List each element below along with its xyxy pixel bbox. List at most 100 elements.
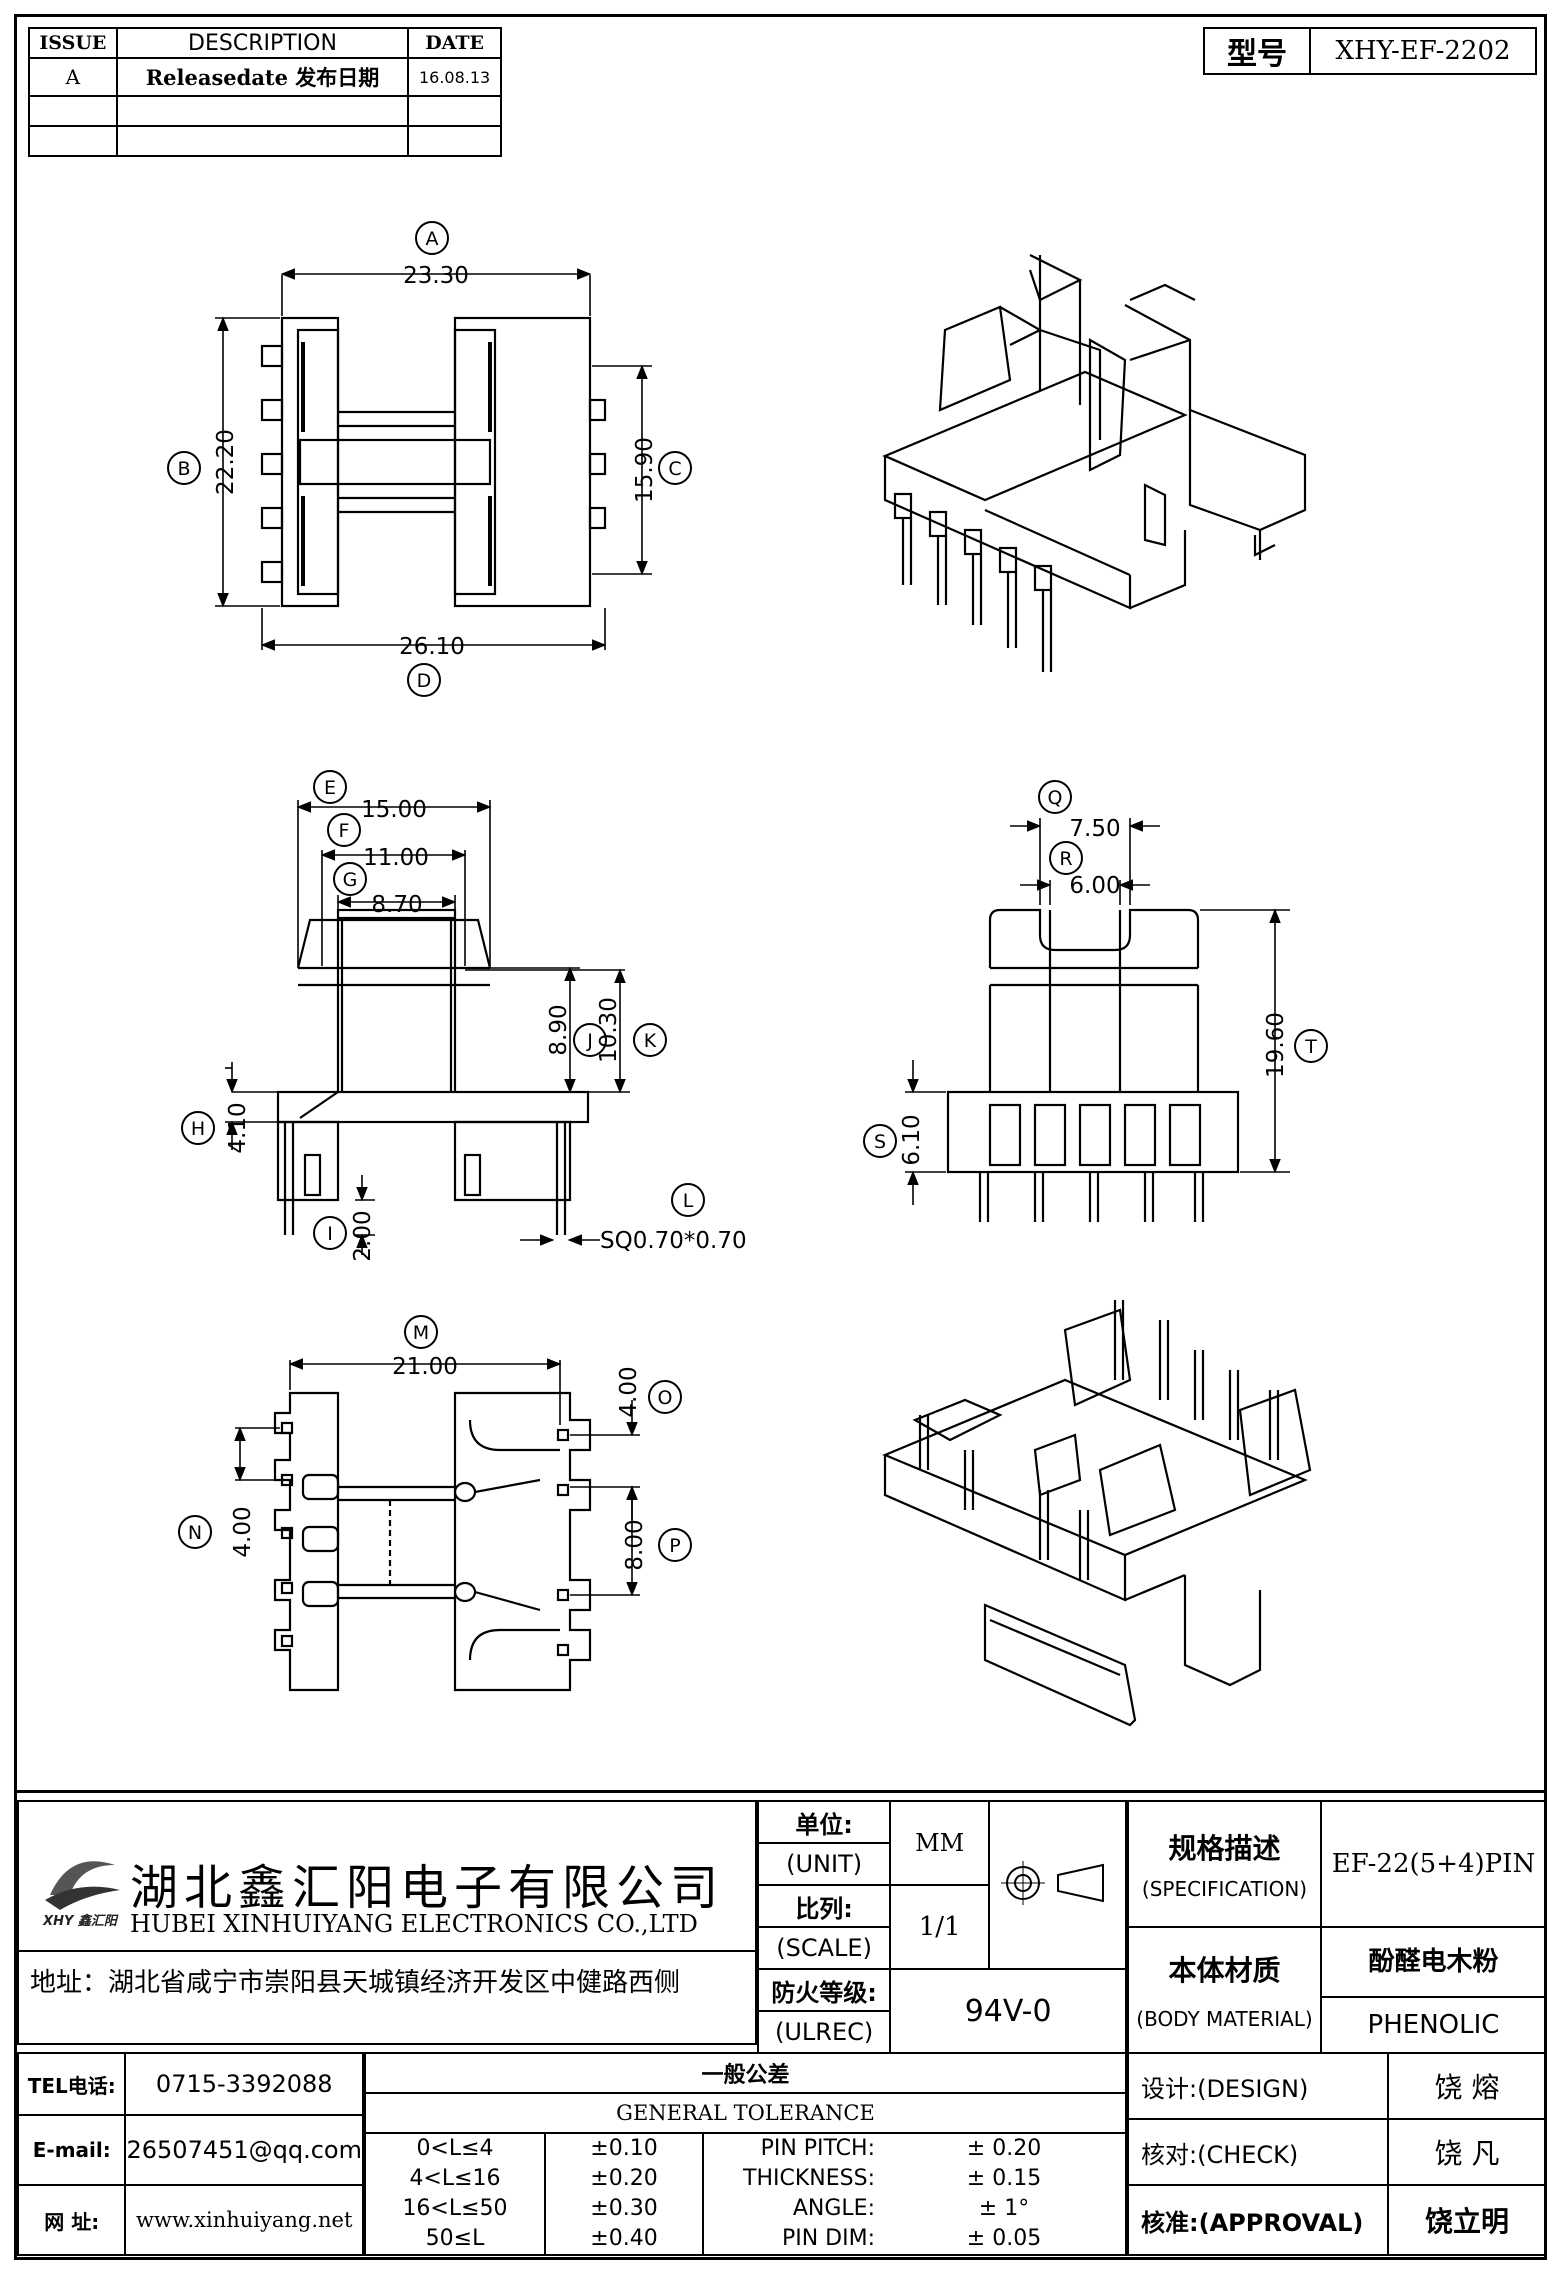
dimension-markers bbox=[167, 221, 1328, 1562]
dim-s: 6.10 bbox=[899, 1114, 925, 1165]
date-cell bbox=[407, 95, 502, 127]
marker-r: R bbox=[1059, 848, 1072, 870]
dim-f: 11.00 bbox=[363, 845, 429, 871]
dim-n: 4.00 bbox=[230, 1506, 256, 1557]
dim-e: 15.00 bbox=[361, 797, 427, 823]
dim-p: 8.00 bbox=[622, 1519, 648, 1570]
dim-h: 4.10 bbox=[225, 1102, 251, 1153]
spec-tolerance-value: ± 1° bbox=[978, 2196, 1030, 2221]
unit-scale-table: 单位: MM (UNIT) 比列: 1/1 (SCALE) 防火等级: 94V-… bbox=[756, 1800, 1127, 2054]
dim-m: 21.00 bbox=[392, 1354, 458, 1380]
revision-table: ISSUE DESCRIPTION DATE A Releasedate 发布日… bbox=[28, 27, 502, 157]
spec-en: (SPECIFICATION) bbox=[1141, 1877, 1308, 1901]
dim-b: 22.20 bbox=[213, 429, 239, 495]
tolerance-value: ±0.30 bbox=[590, 2196, 658, 2221]
marker-l: L bbox=[683, 1190, 694, 1212]
marker-p: P bbox=[669, 1535, 680, 1557]
iso-view-bottom bbox=[882, 1300, 1312, 1727]
top-view-drawing bbox=[260, 316, 607, 608]
issue-cell bbox=[28, 95, 118, 127]
web-label: 网 址: bbox=[16, 2184, 127, 2256]
top-view-dimensions bbox=[215, 268, 652, 651]
spec-tolerance-name: ANGLE: bbox=[792, 2196, 875, 2221]
bottom-view-drawing bbox=[273, 1391, 592, 1692]
approval-name: 饶立明 bbox=[1387, 2184, 1547, 2256]
marker-letters: A B C D E F G J K H I L Q R S T M N O P bbox=[177, 228, 1317, 1557]
bottom-view-dimensions bbox=[234, 1358, 640, 1597]
spec-tolerance-value: ± 0.05 bbox=[966, 2226, 1042, 2251]
description-header: DESCRIPTION bbox=[115, 27, 410, 59]
design-name: 饶 熔 bbox=[1387, 2052, 1547, 2120]
spec-tolerance-value: ± 0.20 bbox=[966, 2136, 1042, 2161]
tolerance-title-en: GENERAL TOLERANCE bbox=[364, 2092, 1127, 2134]
scale-cn: 比列: bbox=[756, 1884, 892, 1928]
dim-d: 26.10 bbox=[399, 634, 465, 660]
dim-r: 6.00 bbox=[1069, 873, 1120, 899]
front-view-drawing bbox=[946, 908, 1240, 1222]
marker-e: E bbox=[324, 777, 336, 799]
tolerance-range: 50≤L bbox=[425, 2226, 485, 2251]
side-view-drawing bbox=[276, 908, 590, 1235]
approval-label: 核准:(APPROVAL) bbox=[1127, 2184, 1389, 2256]
marker-k: K bbox=[644, 1030, 657, 1052]
spec-tolerance-value: ± 0.15 bbox=[966, 2166, 1042, 2191]
description-cell: Releasedate 发布日期 bbox=[115, 57, 410, 97]
spec-tolerance-name: THICKNESS: bbox=[743, 2166, 875, 2191]
marker-g: G bbox=[343, 869, 358, 891]
date-header: DATE bbox=[407, 27, 502, 59]
tolerance-title-cn: 一般公差 bbox=[364, 2052, 1127, 2094]
marker-a: A bbox=[426, 228, 439, 250]
projection-symbol bbox=[988, 1800, 1127, 1970]
check-name: 饶 凡 bbox=[1387, 2118, 1547, 2186]
issue-cell: A bbox=[28, 57, 118, 97]
scale-en: (SCALE) bbox=[756, 1926, 892, 1970]
side-view-dimensions bbox=[225, 800, 630, 1255]
dim-q: 7.50 bbox=[1069, 816, 1120, 842]
tolerance-range: 4<L≤16 bbox=[409, 2166, 501, 2191]
dim-a: 23.30 bbox=[403, 263, 469, 289]
iso-view-top bbox=[882, 254, 1307, 672]
ulrec-cn: 防火等级: bbox=[756, 1968, 892, 2012]
spec-value: EF-22(5+4)PIN bbox=[1320, 1800, 1547, 1928]
model-label: 型号 bbox=[1203, 27, 1311, 75]
logo-text: XHY 鑫汇阳 bbox=[42, 1913, 119, 1929]
material-en: (BODY MATERIAL) bbox=[1136, 2007, 1313, 2031]
spec-cn: 规格描述 bbox=[1168, 1832, 1281, 1865]
marker-s: S bbox=[874, 1131, 886, 1153]
unit-cn: 单位: bbox=[756, 1800, 892, 1844]
company-name-en: HUBEI XINHUIYANG ELECTRONICS CO.,LTD bbox=[130, 1910, 698, 1938]
ulrec-value: 94V-0 bbox=[889, 1968, 1127, 2054]
dim-k: 10.30 bbox=[596, 997, 622, 1063]
tel-value: 0715-3392088 bbox=[124, 2052, 364, 2116]
marker-n: N bbox=[188, 1522, 202, 1544]
contact-table: TEL电话: 0715-3392088 E-mail: 26507451@qq.… bbox=[16, 2052, 364, 2256]
web-value: www.xinhuiyang.net bbox=[124, 2184, 364, 2256]
description-cell bbox=[115, 125, 410, 157]
spec-table: 规格描述 (SPECIFICATION) EF-22(5+4)PIN 本体材质 … bbox=[1127, 1800, 1547, 2054]
dim-c: 15.90 bbox=[632, 437, 658, 503]
spec-tolerance-name: PIN DIM: bbox=[781, 2226, 875, 2251]
marker-q: Q bbox=[1048, 787, 1063, 809]
spec-tolerance-name: PIN PITCH: bbox=[760, 2136, 875, 2161]
address-divider bbox=[17, 1950, 757, 1952]
date-cell: 16.08.13 bbox=[407, 57, 502, 97]
marker-b: B bbox=[177, 458, 190, 480]
dim-g: 8.70 bbox=[371, 892, 422, 918]
marker-o: O bbox=[658, 1387, 673, 1409]
marker-c: C bbox=[668, 458, 681, 480]
dimension-values: 23.30 22.20 15.90 26.10 15.00 11.00 8.70… bbox=[213, 263, 1289, 1571]
model-box: 型号 XHY-EF-2202 bbox=[1203, 27, 1537, 75]
dim-i: 2.00 bbox=[350, 1210, 376, 1261]
material-value-cn: 酚醛电木粉 bbox=[1368, 1946, 1499, 1977]
marker-j: J bbox=[586, 1030, 593, 1052]
issue-cell bbox=[28, 125, 118, 157]
drawing-area: A B C D E F G J K H I L Q R S T M N O P … bbox=[167, 221, 1328, 1727]
marker-h: H bbox=[191, 1118, 205, 1140]
issue-header: ISSUE bbox=[28, 27, 118, 59]
dim-t: 19.60 bbox=[1263, 1012, 1289, 1078]
title-block-divider bbox=[14, 1790, 1547, 1793]
unit-value: MM bbox=[889, 1800, 991, 1886]
marker-m: M bbox=[413, 1322, 429, 1344]
model-value: XHY-EF-2202 bbox=[1309, 27, 1537, 75]
marker-f: F bbox=[339, 820, 350, 842]
